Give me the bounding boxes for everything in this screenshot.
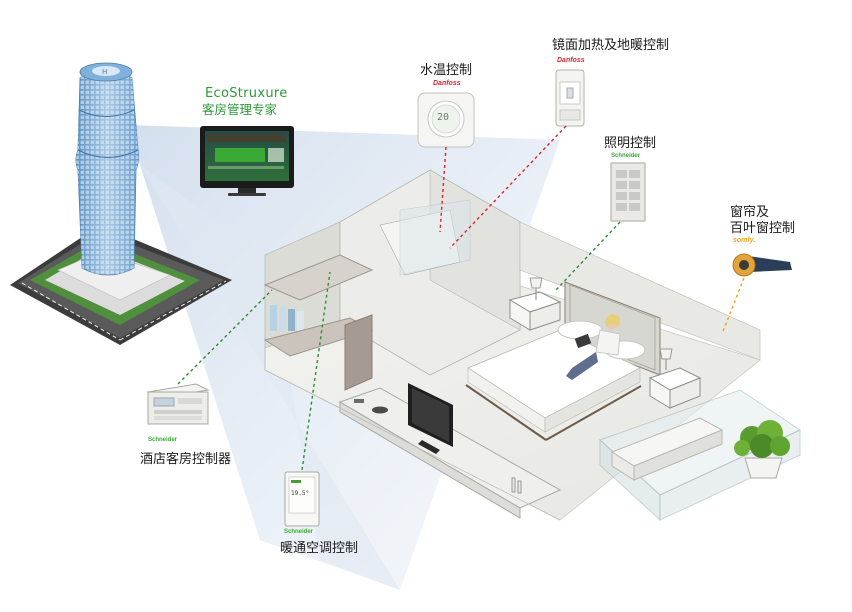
schneider-logo-hvac: Schneider [284, 529, 314, 535]
somfy-logo: somfy. [733, 237, 756, 244]
management-subtitle: 客房管理专家 [202, 102, 278, 117]
water-temp-thermostat [417, 92, 475, 148]
thermostat-reading: 20 [437, 112, 450, 123]
room-controller-device [146, 383, 210, 425]
label-lighting: 照明控制 [604, 136, 657, 151]
connector-mirror-heating [449, 125, 567, 249]
label-water-temp: 水温控制 [420, 63, 473, 78]
label-curtain-line2: 百叶窗控制 [730, 221, 796, 236]
connector-room-controller [177, 289, 273, 385]
mirror-heating-device [555, 69, 585, 127]
curtain-motor [732, 253, 792, 277]
danfoss-logo-mirror: Danfoss [557, 57, 585, 64]
connector-curtain [721, 277, 745, 335]
label-room-controller: 酒店客房控制器 [140, 452, 232, 467]
management-title: EcoStruxure [205, 86, 288, 101]
label-hvac: 暖通空调控制 [280, 541, 359, 556]
lighting-keypad [610, 162, 646, 222]
hvac-reading: 19.5° [291, 490, 310, 497]
management-monitor [200, 126, 294, 196]
connector-water-temp [439, 146, 447, 233]
svg-text:H: H [102, 68, 107, 76]
hotel-room [263, 169, 802, 522]
label-mirror-floor-heating: 镜面加热及地暖控制 [552, 38, 670, 53]
schneider-logo-controller: Schneider [148, 437, 178, 443]
hvac-controller-device [284, 471, 320, 527]
schneider-logo-lighting: Schneider [611, 153, 641, 159]
danfoss-logo-water: Danfoss [433, 80, 461, 87]
label-curtain-line1: 窗帘及 [730, 205, 770, 220]
skyscraper: H [10, 62, 232, 345]
